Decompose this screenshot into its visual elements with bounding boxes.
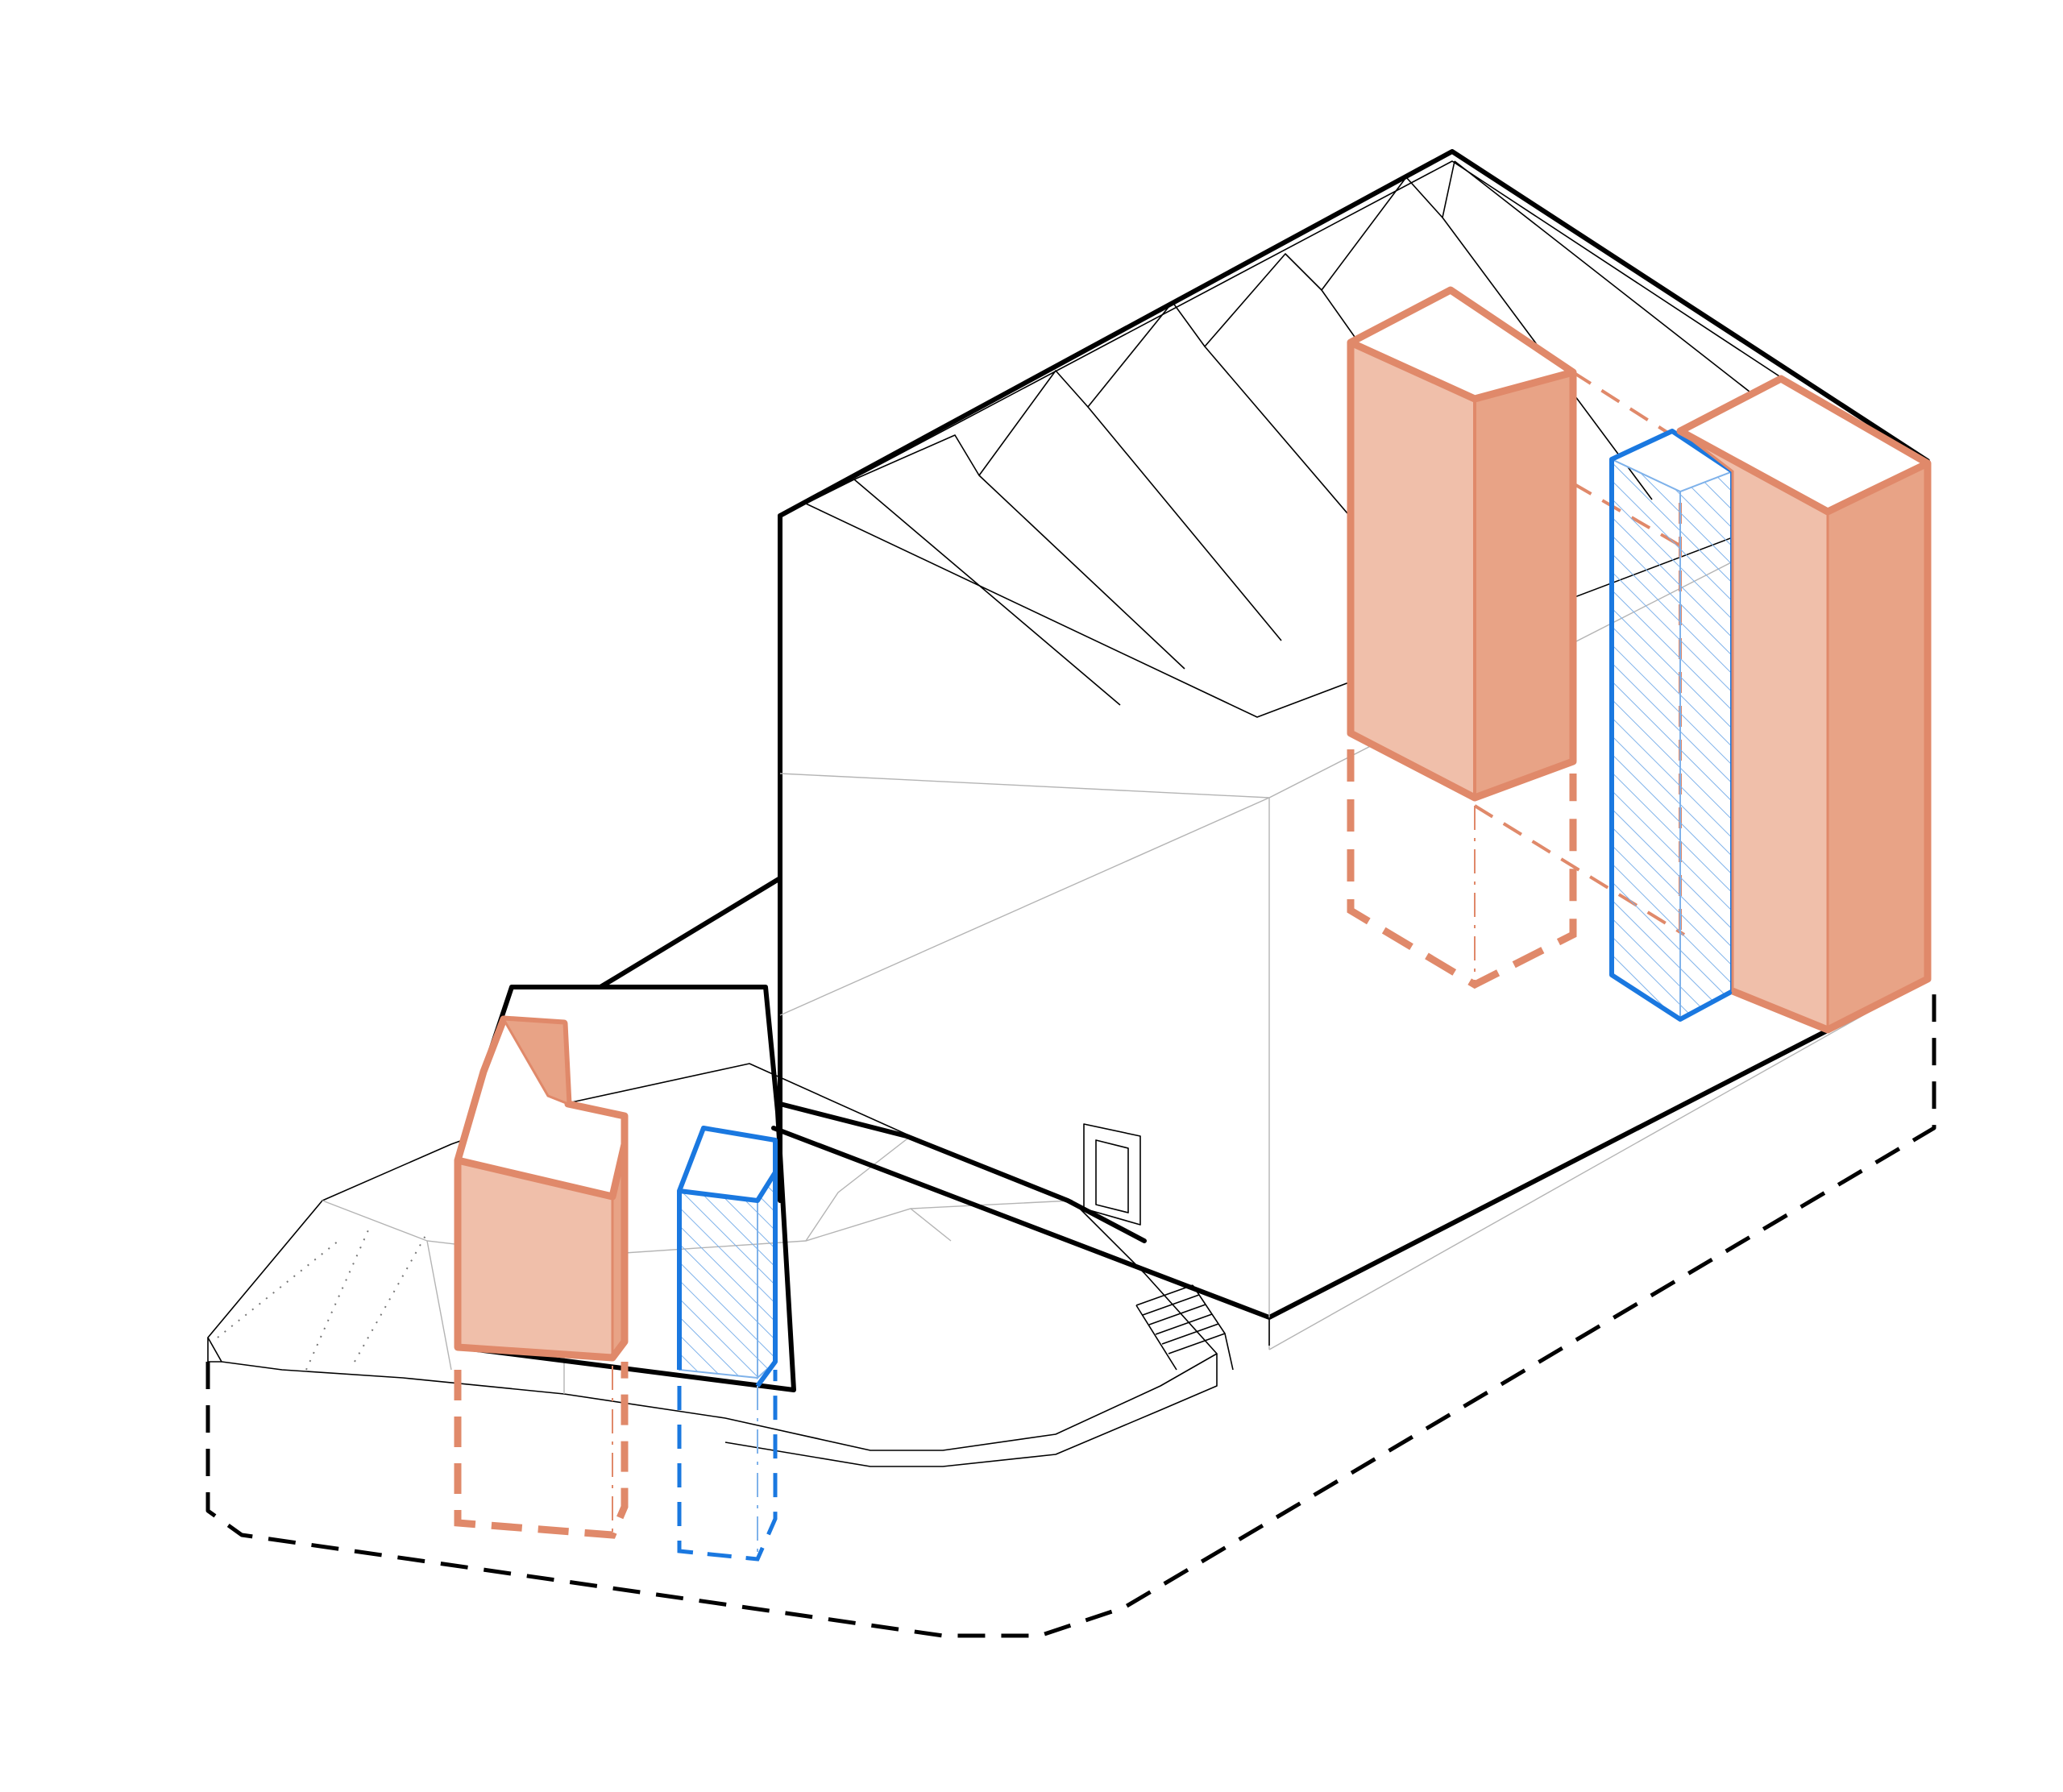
entrance-stairs bbox=[1135, 1284, 1234, 1371]
shaft-main bbox=[1609, 429, 1735, 1022]
pavilion bbox=[454, 985, 796, 1562]
volume-b bbox=[1676, 375, 1932, 1034]
volume-a bbox=[1347, 286, 1686, 989]
